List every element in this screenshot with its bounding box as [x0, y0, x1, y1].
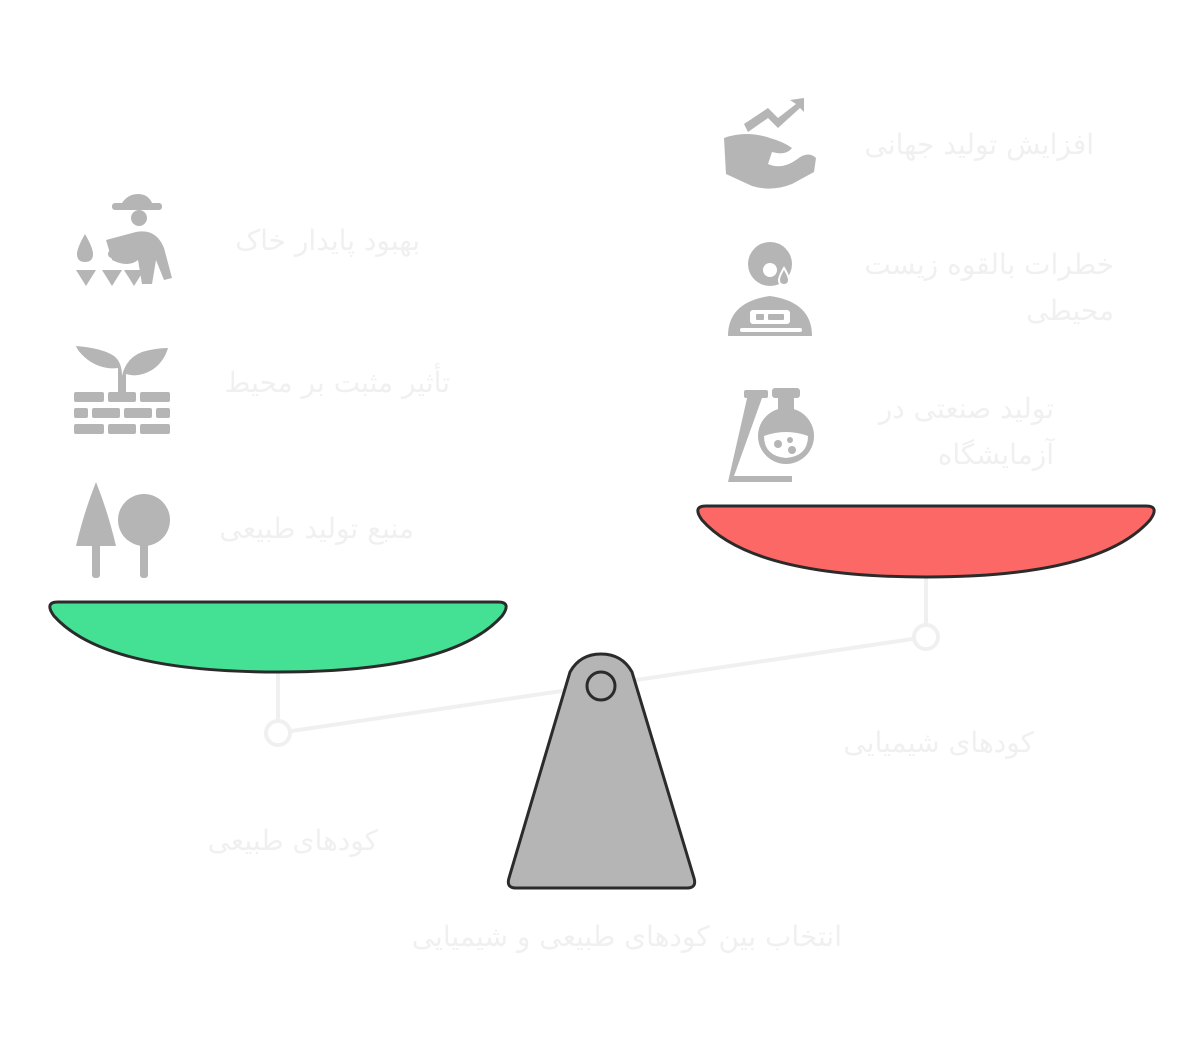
sprout-on-bricks-icon [72, 346, 172, 436]
fulcrum-pivot [585, 670, 617, 702]
right-pan-label: کودهای شیمیایی [843, 726, 1034, 759]
lab-flask-icon [728, 384, 818, 484]
left-pan [48, 600, 508, 674]
right-item-label-1: افزایش تولید جهانی [864, 128, 1095, 161]
trees-icon [72, 482, 172, 578]
growth-chart-hands-icon [722, 98, 818, 194]
farmer-watering-icon [72, 194, 172, 292]
diagram-title: انتخاب بین کودهای طبیعی و شیمیایی [411, 920, 842, 953]
right-pan [696, 504, 1156, 579]
left-item-label-2: تأثیر مثبت بر محیط [224, 366, 450, 399]
left-item-label-1: بهبود پایدار خاک [235, 224, 420, 257]
right-item-label-2: خطرات بالقوه زیست محیطی [864, 248, 1114, 327]
right-item-label-3: تولید صنعتی در آزمایشگاه [878, 392, 1054, 471]
left-hanger-joint [264, 719, 292, 747]
fulcrum [506, 652, 697, 890]
sick-person-icon [726, 240, 816, 340]
left-item-label-3: منبع تولید طبیعی [219, 512, 414, 545]
left-pan-label: کودهای طبیعی [207, 824, 378, 857]
right-hanger-joint [912, 623, 940, 651]
